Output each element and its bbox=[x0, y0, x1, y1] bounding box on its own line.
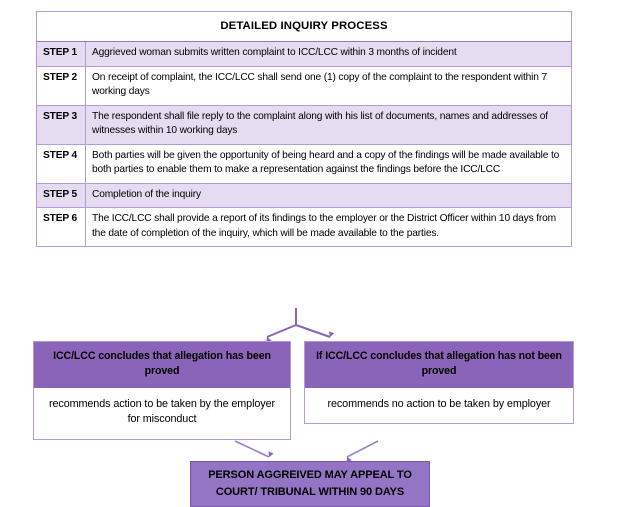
step-label-6: STEP 6 bbox=[36, 207, 86, 248]
table-row: STEP 4 Both parties will be given the op… bbox=[36, 143, 572, 184]
table-title-row: DETAILED INQUIRY PROCESS bbox=[36, 10, 572, 43]
step-text-3: The respondent shall file reply to the c… bbox=[85, 104, 572, 145]
step-label-3: STEP 3 bbox=[36, 104, 86, 145]
arrow-left-to-appeal bbox=[234, 440, 274, 458]
table-row: STEP 2 On receipt of complaint, the ICC/… bbox=[36, 65, 572, 106]
step-label-5: STEP 5 bbox=[36, 182, 86, 209]
step-text-2: On receipt of complaint, the ICC/LCC sha… bbox=[85, 65, 572, 106]
step-text-4: Both parties will be given the opportuni… bbox=[85, 143, 572, 184]
page-title: DETAILED INQUIRY PROCESS bbox=[36, 10, 572, 43]
step-label-1: STEP 1 bbox=[36, 41, 86, 67]
step-label-2: STEP 2 bbox=[36, 65, 86, 106]
arrow-to-right-outcome bbox=[295, 324, 335, 338]
table-row: STEP 1 Aggrieved woman submits written c… bbox=[36, 41, 572, 67]
step-text-1: Aggrieved woman submits written complain… bbox=[85, 41, 572, 67]
step-text-5: Completion of the inquiry bbox=[85, 182, 572, 209]
detailed-inquiry-process-table: DETAILED INQUIRY PROCESS STEP 1 Aggrieve… bbox=[36, 10, 572, 248]
outcome-body-not-proved: recommends no action to be taken by empl… bbox=[305, 387, 573, 424]
arrow-right-to-appeal bbox=[346, 440, 379, 463]
table-row: STEP 5 Completion of the inquiry bbox=[36, 182, 572, 209]
outcome-box-not-proved: If ICC/LCC concludes that allegation has… bbox=[304, 341, 574, 425]
outcome-heading-proved: ICC/LCC concludes that allegation has be… bbox=[34, 342, 290, 388]
outcome-heading-not-proved: If ICC/LCC concludes that allegation has… bbox=[305, 342, 573, 388]
table-row: STEP 3 The respondent shall file reply t… bbox=[36, 104, 572, 145]
outcome-body-proved: recommends action to be taken by the emp… bbox=[34, 387, 290, 439]
outcome-box-proved: ICC/LCC concludes that allegation has be… bbox=[33, 341, 291, 440]
table-row: STEP 6 The ICC/LCC shall provide a repor… bbox=[36, 207, 572, 248]
step-label-4: STEP 4 bbox=[36, 143, 86, 184]
appeal-box: PERSON AGGREIVED MAY APPEAL TO COURT/ TR… bbox=[190, 461, 430, 507]
step-text-6: The ICC/LCC shall provide a report of it… bbox=[85, 207, 572, 248]
arrow-to-left-outcome bbox=[266, 324, 297, 343]
